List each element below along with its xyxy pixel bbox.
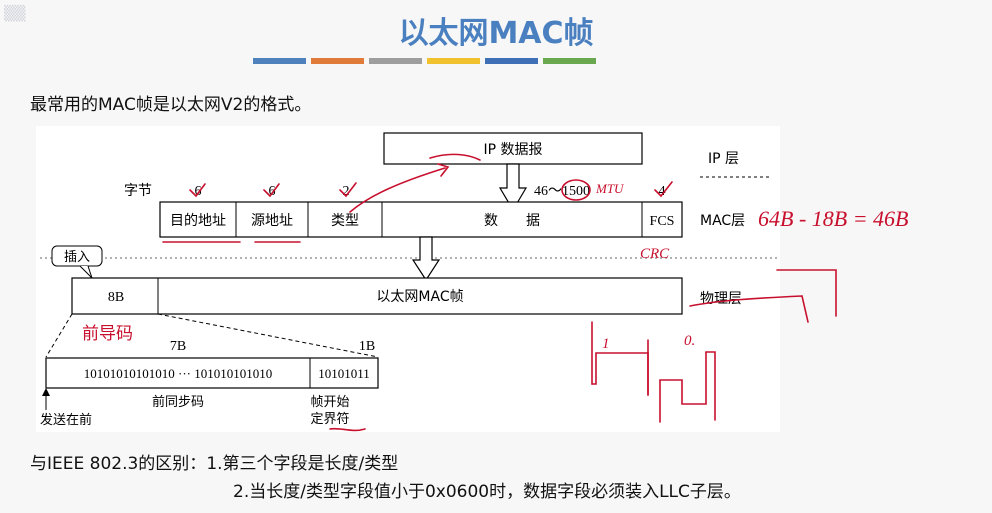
difference-notes: 与IEEE 802.3的区别：1.第三个字段是长度/类型 2.当长度/类型字段值… <box>30 450 741 506</box>
sfd-size: 1B <box>359 339 375 354</box>
type-to-ip-arrow <box>349 167 446 213</box>
difference-item-2: 2.当长度/类型字段值小于0x0600时，数据字段必须装入LLC子层。 <box>233 482 741 502</box>
ip-packet-label: IP 数据报 <box>483 142 542 158</box>
accent-bar-6 <box>543 58 596 64</box>
sketch-line <box>689 295 809 323</box>
difference-line-1: 与IEEE 802.3的区别：1.第三个字段是长度/类型 <box>30 450 741 478</box>
sketch-line <box>776 269 837 317</box>
accent-bar-3 <box>369 58 422 64</box>
mtu-annotation: MTU <box>595 181 625 196</box>
physical-frame-row <box>71 277 683 315</box>
difference-item-1: 1.第三个字段是长度/类型 <box>206 454 399 474</box>
size-dest: 6 <box>195 184 202 199</box>
sync-size: 7B <box>170 339 186 354</box>
logo-watermark: ▒▒ <box>4 6 26 22</box>
sfd-bits: 10101011 <box>318 366 370 381</box>
sync-label: 前同步码 <box>152 394 204 410</box>
sketch-line <box>647 339 661 423</box>
accent-bar-2 <box>311 58 364 64</box>
layer-phy-label: 物理层 <box>700 291 742 307</box>
encapsulate-arrow-ip <box>498 163 528 212</box>
check-mark <box>263 183 280 198</box>
expand-line-right <box>157 313 379 358</box>
check-mark <box>189 183 206 198</box>
sketch-label-zero: 0. <box>684 333 695 349</box>
check-mark <box>339 182 357 198</box>
accent-bar-5 <box>485 58 538 64</box>
preamble-annotation: 前导码 <box>82 324 133 344</box>
send-first-label: 发送在前 <box>40 412 92 428</box>
size-type: 2 <box>343 184 350 199</box>
field-data: 数 据 <box>484 213 540 229</box>
insert-callout-tail <box>79 265 93 279</box>
frame-label: 以太网MAC帧 <box>376 289 463 305</box>
insert-callout <box>51 245 103 267</box>
crc-annotation: CRC <box>640 246 670 262</box>
layer-ip-label: IP 层 <box>708 151 739 167</box>
sketch-line <box>705 351 716 421</box>
sketch-label-one: 1 <box>602 336 610 352</box>
size-circle <box>561 179 591 201</box>
sketch-line <box>659 351 707 405</box>
ip-packet-box <box>383 132 643 165</box>
type-to-ip-arrowhead <box>437 163 450 177</box>
sketch-line <box>591 352 649 396</box>
mac-frame-row <box>159 201 683 238</box>
sfd-label-line1: 帧开始 <box>310 395 349 410</box>
sfd-label-line2: 定界符 <box>310 411 349 427</box>
field-src-address: 源地址 <box>251 213 293 229</box>
check-mark <box>654 181 673 198</box>
intro-text: 最常用的MAC帧是以太网V2的格式。 <box>30 95 312 115</box>
size-fcs: 4 <box>659 184 666 199</box>
field-dest-address: 目的地址 <box>170 213 226 229</box>
sfd-underline <box>329 427 366 432</box>
page-title: 以太网MAC帧 <box>398 16 594 51</box>
accent-bar-4 <box>427 58 480 64</box>
ip-underline <box>429 153 481 161</box>
preamble-size: 8B <box>108 290 124 305</box>
bytes-label: 字节 <box>124 183 152 199</box>
expand-line-left <box>45 313 73 358</box>
preamble-detail-row <box>45 357 379 389</box>
accent-bar-1 <box>253 58 306 64</box>
insert-label: 插入 <box>64 250 90 265</box>
sync-bits: 10101010101010 ··· 101010101010 <box>84 366 273 381</box>
encapsulate-arrow-mac <box>411 236 441 282</box>
size-src: 6 <box>269 184 276 199</box>
difference-lead: 与IEEE 802.3的区别： <box>30 454 207 474</box>
field-type: 类型 <box>331 213 359 229</box>
layer-mac-label: MAC层 <box>700 213 745 229</box>
field-fcs: FCS <box>650 214 675 229</box>
calc-annotation: 64B - 18B = 46B <box>758 206 909 231</box>
